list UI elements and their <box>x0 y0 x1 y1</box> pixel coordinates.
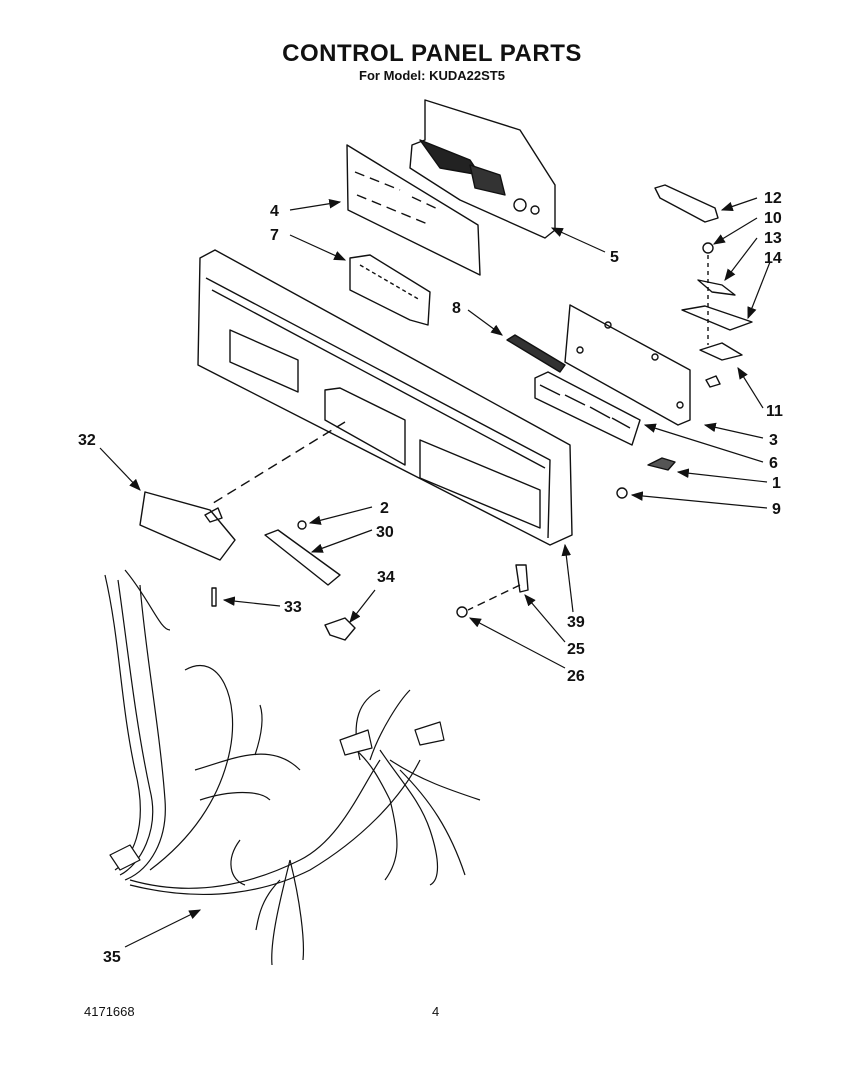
callout-label: 2 <box>380 500 389 517</box>
screw-2-part <box>297 520 307 530</box>
callout-label: 25 <box>567 641 585 658</box>
clip-34-part <box>324 617 356 641</box>
switch-module-part <box>506 334 566 373</box>
callout-label: 33 <box>284 599 302 616</box>
callout-label: 35 <box>103 949 121 966</box>
callout-label: 10 <box>764 210 782 227</box>
callout-label: 13 <box>764 230 782 247</box>
circuit-strip-part <box>349 254 431 326</box>
control-board-part <box>409 99 556 239</box>
clip-part <box>705 375 721 388</box>
document-number: 4171668 <box>84 1004 135 1019</box>
callout-label: 34 <box>377 569 395 586</box>
callout-label: 4 <box>270 203 279 220</box>
backing-plate-part <box>564 304 691 426</box>
sensor-part <box>697 279 736 296</box>
callout-label: 5 <box>610 249 619 266</box>
callout-label: 8 <box>452 300 461 317</box>
callout-label: 9 <box>772 501 781 518</box>
bracket-part <box>654 184 719 223</box>
callout-label: 12 <box>764 190 782 207</box>
callout-labels: 4 7 5 12 10 13 14 8 11 3 6 1 9 2 30 32 3… <box>78 190 783 966</box>
callout-label: 26 <box>567 668 585 685</box>
wire-harness-part <box>104 569 481 966</box>
model-subtitle: For Model: KUDA22ST5 <box>359 68 505 83</box>
page-title: CONTROL PANEL PARTS <box>282 40 582 67</box>
screw-part <box>616 487 628 499</box>
bracket-30-part <box>264 529 341 586</box>
plate-part <box>681 305 753 331</box>
plate-part <box>699 342 743 361</box>
callout-label: 14 <box>764 250 782 267</box>
clip-25-part <box>515 564 529 593</box>
nut-part <box>702 242 714 254</box>
callout-label: 1 <box>772 475 781 492</box>
cover-part <box>139 491 236 561</box>
screw-33-part <box>211 587 217 607</box>
keypad-part <box>534 371 641 446</box>
console-panel-part <box>197 249 573 546</box>
page-number: 4 <box>432 1004 440 1019</box>
callout-label: 32 <box>78 432 96 449</box>
callout-label: 39 <box>567 614 585 631</box>
callout-label: 30 <box>376 524 394 541</box>
callout-label: 3 <box>769 432 778 449</box>
callout-label: 11 <box>766 403 783 420</box>
screw-26-part <box>456 606 468 618</box>
switch-part <box>647 457 676 471</box>
overlay-sheet-part <box>346 144 481 276</box>
callout-label: 6 <box>769 455 778 472</box>
callout-label: 7 <box>270 227 279 244</box>
